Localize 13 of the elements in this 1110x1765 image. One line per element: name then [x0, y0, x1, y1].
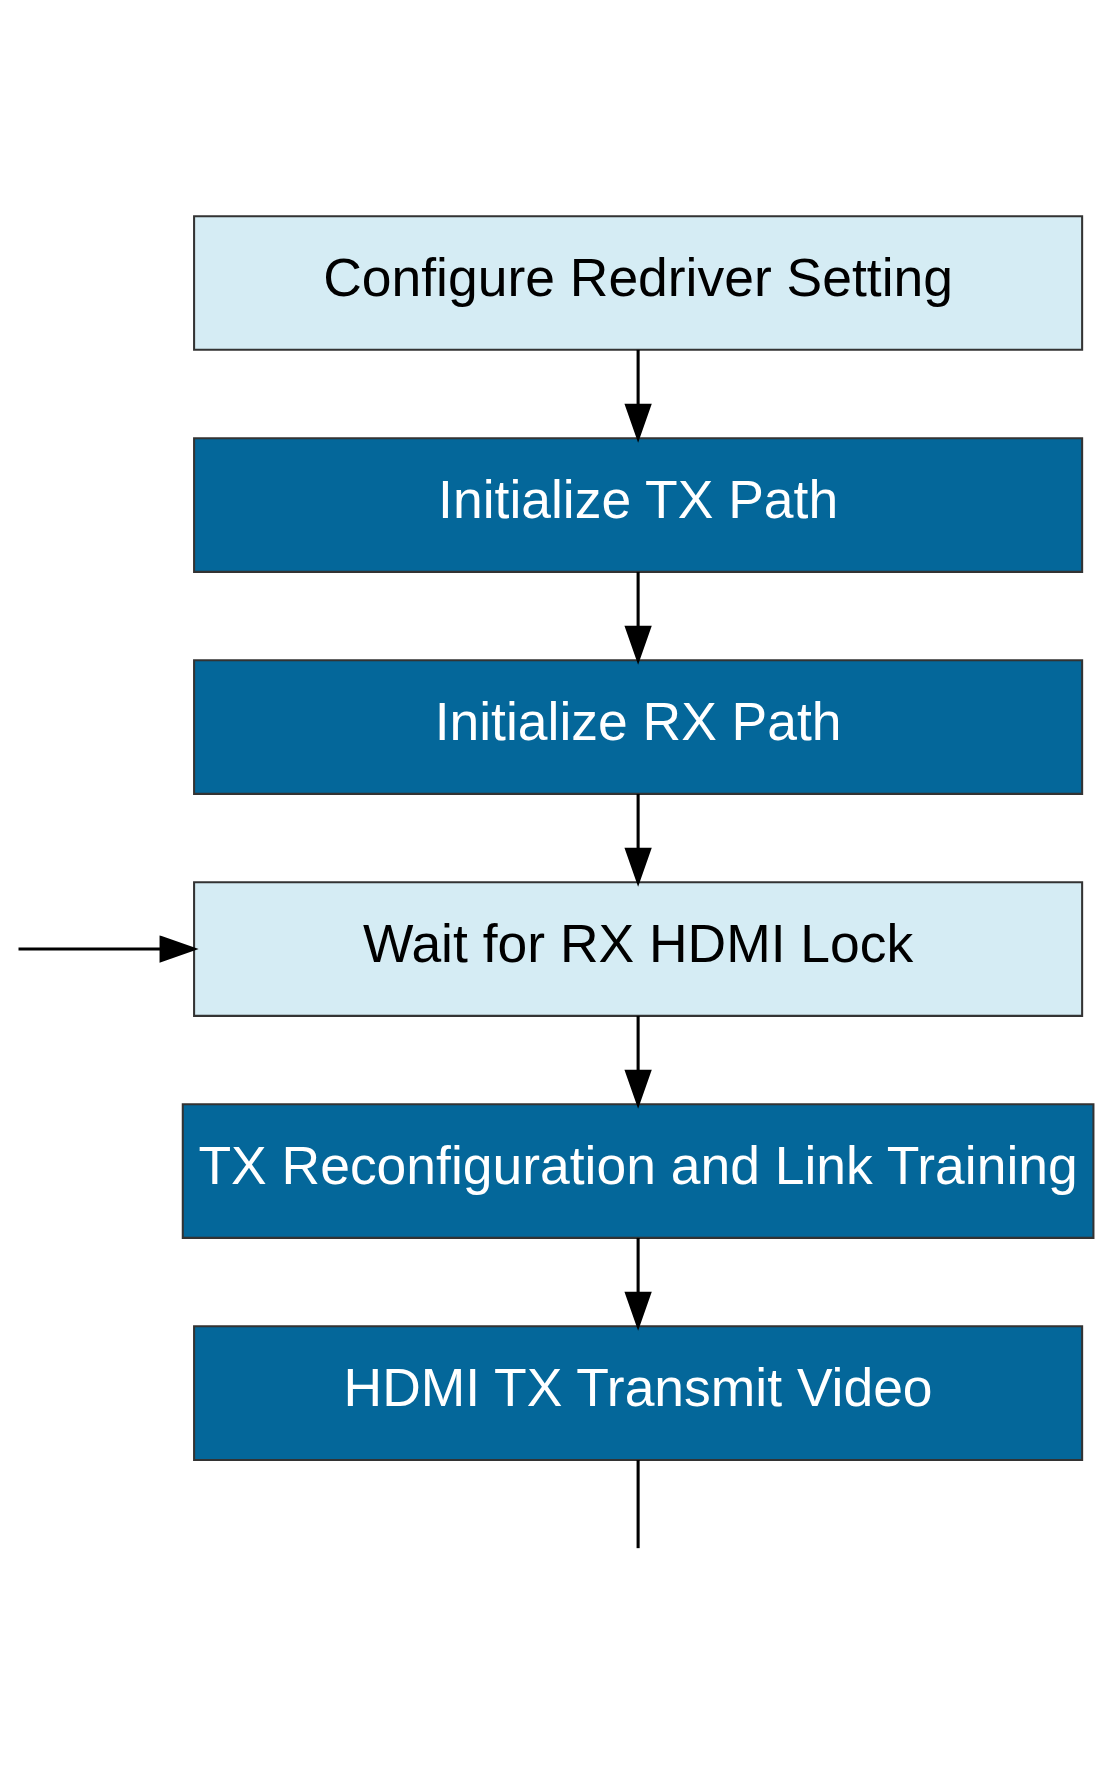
- node-box: HDMI TX Transmit Video: [193, 1324, 1084, 1461]
- arrow: [624, 349, 652, 443]
- arrow: [624, 571, 652, 665]
- node-box: Configure Redriver Setting: [193, 214, 1084, 351]
- node-box: Initialize TX Path: [193, 436, 1084, 573]
- arrow: [624, 1015, 652, 1109]
- node-box: TX Reconfiguration and Link Training: [181, 1102, 1095, 1239]
- arrow: [18, 934, 199, 963]
- connector: [636, 1459, 640, 1548]
- arrow: [624, 793, 652, 887]
- arrow: [624, 1237, 652, 1331]
- node-box: Initialize RX Path: [193, 658, 1084, 795]
- node-box: Wait for RX HDMI Lock: [193, 880, 1084, 1017]
